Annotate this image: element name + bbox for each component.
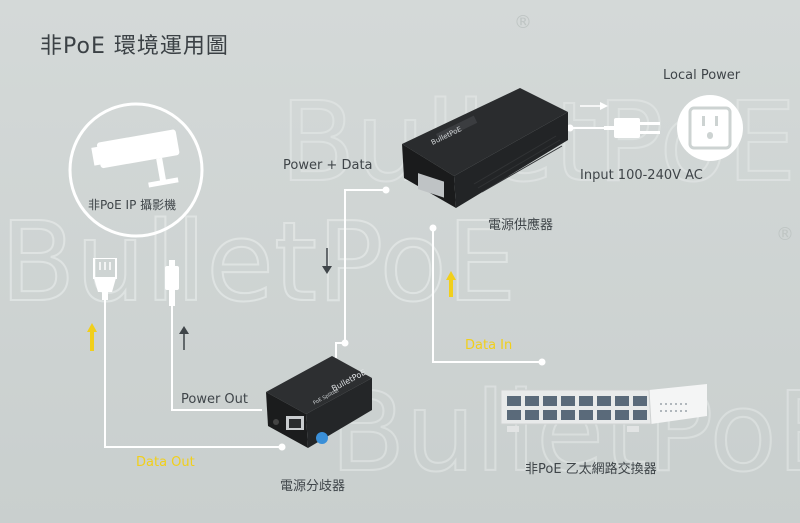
- registered-mark: ®: [514, 12, 532, 33]
- ethernet-switch-device: [500, 384, 707, 432]
- power-data-label: Power + Data: [283, 158, 373, 173]
- dot-lp: [566, 124, 574, 132]
- dot-pd-end: [341, 339, 349, 347]
- input-voltage-label: Input 100-240V AC: [580, 168, 703, 183]
- arrow-up-power-out: [179, 326, 189, 350]
- line-data-out: [104, 298, 282, 448]
- watermark-brand-3: BulletPoE: [330, 368, 800, 496]
- camera-icon: [68, 102, 204, 238]
- ethernet-plug-icon: [93, 258, 117, 300]
- ac-plug-icon: [604, 118, 660, 138]
- arrow-up-data-out: [87, 323, 97, 351]
- switch-label: 非PoE 乙太網路交換器: [525, 462, 657, 477]
- line-power-out: [171, 305, 262, 411]
- arrow-right-power: [580, 102, 608, 110]
- wall-outlet-icon: [677, 95, 743, 161]
- dot-do-end: [278, 443, 286, 451]
- dot-di-end: [538, 358, 546, 366]
- poe-injector-device: [402, 88, 568, 208]
- data-in-label: Data In: [465, 338, 513, 353]
- splitter-label: 電源分歧器: [280, 479, 346, 494]
- dot-di-start: [429, 224, 437, 232]
- power-out-label: Power Out: [181, 392, 249, 407]
- poe-splitter-device: [266, 356, 372, 448]
- dot-pd-start: [382, 186, 390, 194]
- arrow-down-power-data: [322, 248, 332, 274]
- page-title: 非PoE 環境運用圖: [40, 34, 229, 59]
- line-power-data: [344, 189, 386, 343]
- watermark-brand-1: BulletPoE: [0, 198, 516, 326]
- dc-plug-icon: [165, 260, 179, 306]
- data-out-label: Data Out: [136, 455, 195, 470]
- camera-label: 非PoE IP 攝影機: [88, 198, 177, 212]
- injector-label: 電源供應器: [488, 218, 554, 233]
- arrow-up-data-in: [446, 271, 456, 297]
- line-data-in: [432, 228, 542, 363]
- registered-mark-2: ®: [776, 224, 794, 245]
- local-power-label: Local Power: [663, 68, 741, 83]
